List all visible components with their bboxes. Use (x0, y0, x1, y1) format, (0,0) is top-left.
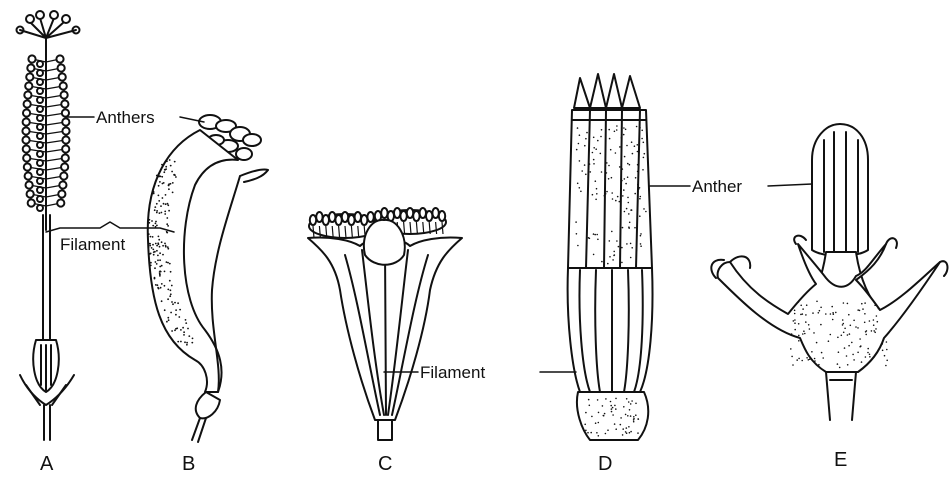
specimen-e (711, 124, 947, 420)
specimen-a (17, 11, 80, 440)
anther-knob (23, 109, 30, 116)
anther-knob (23, 145, 30, 152)
specimen-b (148, 115, 268, 442)
anther-knob (26, 181, 33, 188)
anther-knob (37, 124, 43, 130)
anther-knob (28, 199, 35, 206)
anther-knob (56, 55, 63, 62)
anther-knob (37, 187, 43, 193)
anther-knob (60, 172, 67, 179)
anther-knob (22, 136, 29, 143)
anther-knob (37, 97, 43, 103)
anther-knob (37, 115, 43, 121)
anther-knob (37, 196, 43, 202)
label-anther: Anther (692, 177, 742, 196)
anther-knob (62, 118, 69, 125)
anther-knob (24, 91, 31, 98)
specimen-b-filament (148, 130, 238, 392)
anther-knob (37, 142, 43, 148)
anther-knob (58, 64, 65, 71)
anther-knob (22, 127, 29, 134)
anther-knob (59, 73, 66, 80)
anther-knob (37, 79, 43, 85)
specimen-a-anther-cluster (22, 55, 69, 230)
anther-knob (37, 61, 43, 67)
anther-knob (26, 73, 33, 80)
anther-knob (62, 127, 69, 134)
label-filament-center: Filament (420, 363, 485, 382)
anther-knob (23, 154, 30, 161)
anther-knob (37, 88, 43, 94)
caption-a: A (40, 453, 54, 475)
anther-knob (37, 106, 43, 112)
anther-knob (24, 100, 31, 107)
anther-knob (25, 82, 32, 89)
caption-d: D (598, 453, 612, 475)
specimen-a-flower-base (20, 340, 74, 440)
anther-knob (57, 199, 64, 206)
anther-knob (37, 160, 43, 166)
label-anthers: Anthers (96, 108, 155, 127)
label-filament-left: Filament (60, 235, 125, 254)
specimen-a-filament (43, 215, 50, 340)
anther-knob (28, 55, 35, 62)
specimen-e-anther (812, 124, 868, 256)
caption-c: C (378, 453, 392, 475)
anther-knob (58, 190, 65, 197)
anther-knob (62, 109, 69, 116)
caption-b: B (182, 453, 195, 475)
anther-knob (62, 154, 69, 161)
anther-leader-right (768, 184, 812, 186)
anther-knob (62, 145, 69, 152)
anther-knob (27, 64, 34, 71)
anther-knob (37, 178, 43, 184)
anther-knob (61, 163, 68, 170)
specimen-d (568, 74, 653, 440)
anther-knob (37, 169, 43, 175)
anther-knob (59, 181, 66, 188)
anther-knob (37, 70, 43, 76)
anther-knob (24, 163, 31, 170)
anther-knob (23, 118, 30, 125)
anther-knob (37, 205, 43, 211)
anther-knob (25, 172, 32, 179)
anther-knob (37, 151, 43, 157)
anther-knob (61, 100, 68, 107)
anther-knob (62, 136, 69, 143)
caption-e: E (834, 449, 847, 471)
specimen-d-tips (574, 74, 640, 108)
anther-knob (27, 190, 34, 197)
anther-knob (60, 82, 67, 89)
specimen-a-stigma (17, 11, 80, 55)
anther-knob (61, 91, 68, 98)
anther-knob (37, 133, 43, 139)
specimen-c (308, 208, 462, 440)
